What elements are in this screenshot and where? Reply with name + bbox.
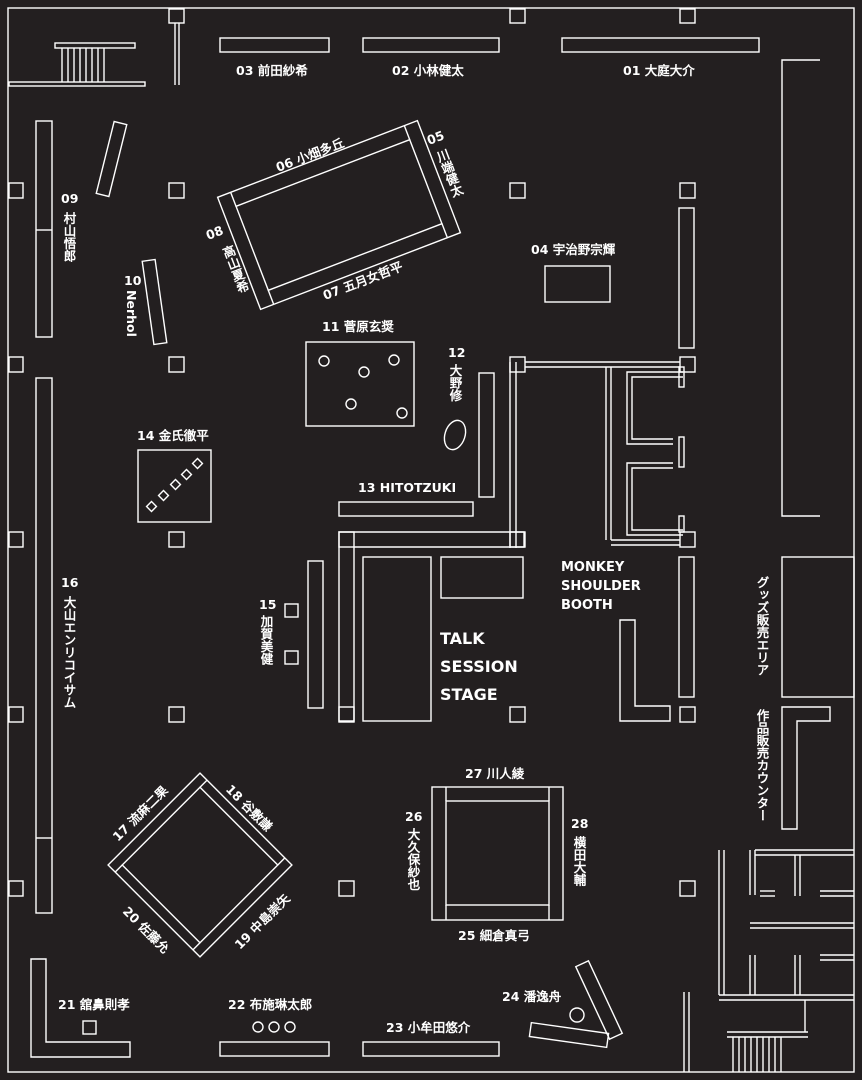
box-15-b — [284, 650, 299, 665]
label-24: 24 潘逸舟 — [502, 989, 562, 1004]
wall-12 — [478, 372, 495, 498]
label-18: 18 谷敷謙 — [223, 782, 276, 835]
label-26-num: 26 — [405, 809, 423, 824]
counter-wall — [781, 706, 831, 830]
wall-16 — [35, 377, 53, 914]
label-17: 17 流麻二果 — [110, 782, 172, 844]
display-25-28 — [431, 786, 564, 921]
goods-area-box — [781, 556, 855, 698]
label-28-num: 28 — [571, 816, 588, 831]
label-08-num: 08 — [204, 223, 226, 243]
talk-session-stage — [338, 531, 525, 722]
label-16-num: 16 — [61, 575, 79, 590]
booth-label-line1: MONKEY — [561, 560, 625, 575]
wall-13 — [338, 501, 474, 517]
wall-right-long — [781, 59, 820, 517]
wall-23 — [362, 1041, 500, 1057]
label-14: 14 金氏徹平 — [137, 428, 209, 443]
label-11: 11 菅原玄奨 — [322, 319, 394, 334]
service-structure-bottom-right — [718, 849, 854, 1072]
label-27: 27 川人綾 — [465, 766, 525, 781]
plinth-11 — [305, 341, 415, 427]
stage-label-line1: TALK — [440, 629, 485, 648]
plinth-04 — [544, 265, 611, 303]
label-13: 13 HITOTZUKI — [358, 480, 456, 495]
booth-label-line3: BOOTH — [561, 598, 613, 613]
object-12 — [443, 419, 467, 451]
label-01: 01 大庭大介 — [623, 63, 695, 78]
wall-15 — [307, 560, 324, 709]
goods-area-label: グッズ販売エリア — [755, 575, 770, 676]
label-12-num: 12 — [448, 345, 465, 360]
booth-label-line2: SHOULDER — [561, 579, 641, 594]
stage-label-line3: STAGE — [440, 685, 498, 704]
wall-22 — [219, 1041, 330, 1057]
objects-22 — [252, 1021, 296, 1033]
plinth-14 — [137, 449, 212, 523]
label-09-num: 09 — [61, 191, 78, 206]
label-03: 03 前田紗希 — [236, 63, 308, 78]
floor-boundary — [7, 7, 855, 1073]
label-04: 04 宇治野宗輝 — [531, 242, 616, 257]
monkey-shoulder-structure — [509, 361, 685, 548]
label-10-num: 10 — [124, 273, 142, 288]
label-10-name: Nerhol — [124, 290, 139, 337]
label-16-name: 大山エンリコイサム — [62, 595, 77, 709]
wall-03 — [219, 37, 330, 53]
display-24 — [528, 959, 624, 1049]
label-23: 23 小牟田悠介 — [386, 1020, 471, 1035]
label-25: 25 細倉真弓 — [458, 928, 530, 943]
display-17-20 — [107, 772, 293, 958]
wall-right-col-1 — [678, 207, 695, 349]
label-22: 22 布施琳太郎 — [228, 997, 312, 1012]
label-02: 02 小林健太 — [392, 63, 464, 78]
wall-10 — [141, 258, 168, 346]
box-21 — [82, 1020, 97, 1035]
wall-right-col-2 — [678, 556, 695, 698]
label-09-name: 村山悟郎 — [62, 211, 77, 263]
label-15-num: 15 — [259, 597, 276, 612]
label-15-name: 加賀美健 — [259, 614, 274, 666]
wall-slant-top — [95, 120, 128, 198]
label-08-name: 高山夏希 — [219, 242, 252, 296]
stage-label-line2: SESSION — [440, 657, 518, 676]
counter-label: 作品販売カウンター — [755, 708, 770, 822]
label-19: 19 中島崇矢 — [232, 890, 294, 952]
box-15-a — [284, 603, 299, 618]
label-26-name: 大久保紗也 — [406, 827, 421, 891]
label-21: 21 舘鼻則孝 — [58, 997, 130, 1012]
label-05-num: 05 — [425, 128, 447, 148]
label-12-name: 大野修 — [448, 363, 463, 402]
label-20: 20 佐藤允 — [120, 904, 173, 957]
wall-l-shape — [619, 619, 671, 722]
display-05-08 — [216, 119, 462, 311]
label-28-name: 横田大輔 — [572, 835, 587, 887]
wall-09 — [35, 120, 53, 338]
wall-01 — [561, 37, 760, 53]
wall-02 — [362, 37, 500, 53]
structural-columns — [8, 8, 696, 897]
wall-21 — [30, 958, 131, 1058]
stairs-top-left — [8, 23, 180, 87]
